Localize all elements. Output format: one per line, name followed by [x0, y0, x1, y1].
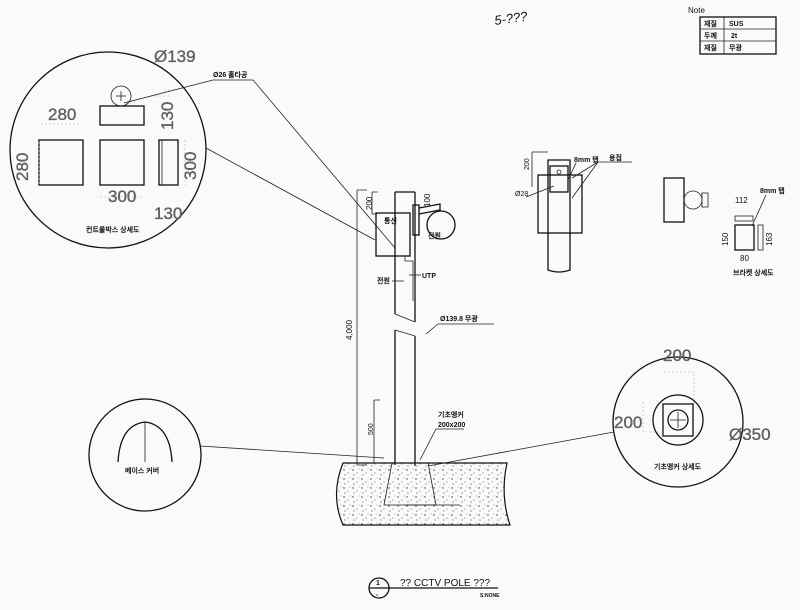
title-block: 1 - ?? CCTV POLE ??? S:NONE: [368, 577, 500, 599]
note-key: 재질: [704, 19, 717, 28]
utp-label: UTP: [422, 273, 436, 280]
drawing-sub: -: [376, 592, 379, 599]
bracket-w-bottom: 80: [740, 254, 749, 263]
anchor-detail: 200 200 Ø350 기초앵커 상세도: [427, 346, 771, 488]
pipe-label: Ø139.8 무광: [440, 314, 478, 323]
comm-label: 통신: [384, 216, 397, 225]
drawing-scale: S:NONE: [480, 593, 500, 599]
box-width-top: 280: [48, 105, 76, 124]
box-height-side: 300: [181, 152, 200, 180]
tap-label-top: 8mm 탭: [574, 155, 599, 164]
control-box-detail-label: 컨트롤박스 상세도: [86, 225, 140, 234]
note-key: 두께: [704, 31, 717, 40]
drawing-title: ?? CCTV POLE ???: [400, 578, 490, 589]
note-value: SUS: [729, 21, 744, 28]
pipe-diameter: Ø139: [154, 47, 196, 66]
anchor-left-dim: 200: [614, 413, 642, 432]
handwritten-note: 5-???: [493, 8, 529, 28]
note-value: 무광: [729, 43, 742, 52]
anchor-label: 기초앵커: [438, 410, 464, 419]
bracket-offset-dim: 100: [423, 193, 432, 207]
top-offset-dim: 200: [365, 196, 374, 210]
bracket-h-right: 163: [765, 232, 774, 246]
pole-elevation: 4,000 200 100 통신 전원 전원 UTP Ø139.8 무광 500…: [335, 189, 511, 526]
tap-label: 8mm 탭: [760, 186, 785, 195]
bracket-offset: 200: [524, 158, 531, 170]
note-key: 재질: [704, 43, 717, 52]
bracket-hole-dia: Ø28: [515, 191, 528, 198]
base-cover-detail: 베이스 커버: [88, 398, 385, 512]
box-width-front: 300: [108, 187, 136, 206]
note-title: Note: [688, 6, 705, 15]
control-box-detail: Ø139 280 280 300 300 130 130 컨트롤박스 상세도 Ø…: [9, 47, 396, 249]
bracket-detail-label: 브라켓 상세도: [733, 268, 774, 277]
anchor-dia-dim: Ø350: [729, 425, 771, 444]
bracket-detail: 200 Ø28 8mm 탭 용접 112 8mm 탭 150 163 80 브라…: [515, 151, 785, 277]
weld-label: 용접: [609, 153, 622, 162]
box-power-label: 전원: [377, 276, 390, 285]
camera-power-label: 전원: [428, 231, 441, 240]
drawing-number: 1: [376, 580, 380, 587]
base-cover-label: 베이스 커버: [125, 466, 159, 475]
anchor-top-dim: 200: [663, 346, 691, 365]
note-table: Note 재질 SUS 두께 2t 재질 무광: [688, 6, 777, 55]
bracket-h-left: 150: [721, 232, 730, 246]
anchor-detail-label: 기초앵커 상세도: [654, 462, 702, 471]
embed-depth-dim: 500: [368, 423, 375, 435]
box-depth-side: 130: [154, 204, 182, 223]
pole-height-dim: 4,000: [345, 319, 354, 340]
note-value: 2t: [731, 33, 738, 40]
anchor-size: 200x200: [438, 422, 465, 429]
bracket-w-top: 112: [735, 196, 748, 205]
box-height-left: 280: [13, 153, 32, 181]
hole-label: Ø26 홀타공: [213, 70, 248, 79]
box-depth-top: 130: [158, 102, 177, 130]
